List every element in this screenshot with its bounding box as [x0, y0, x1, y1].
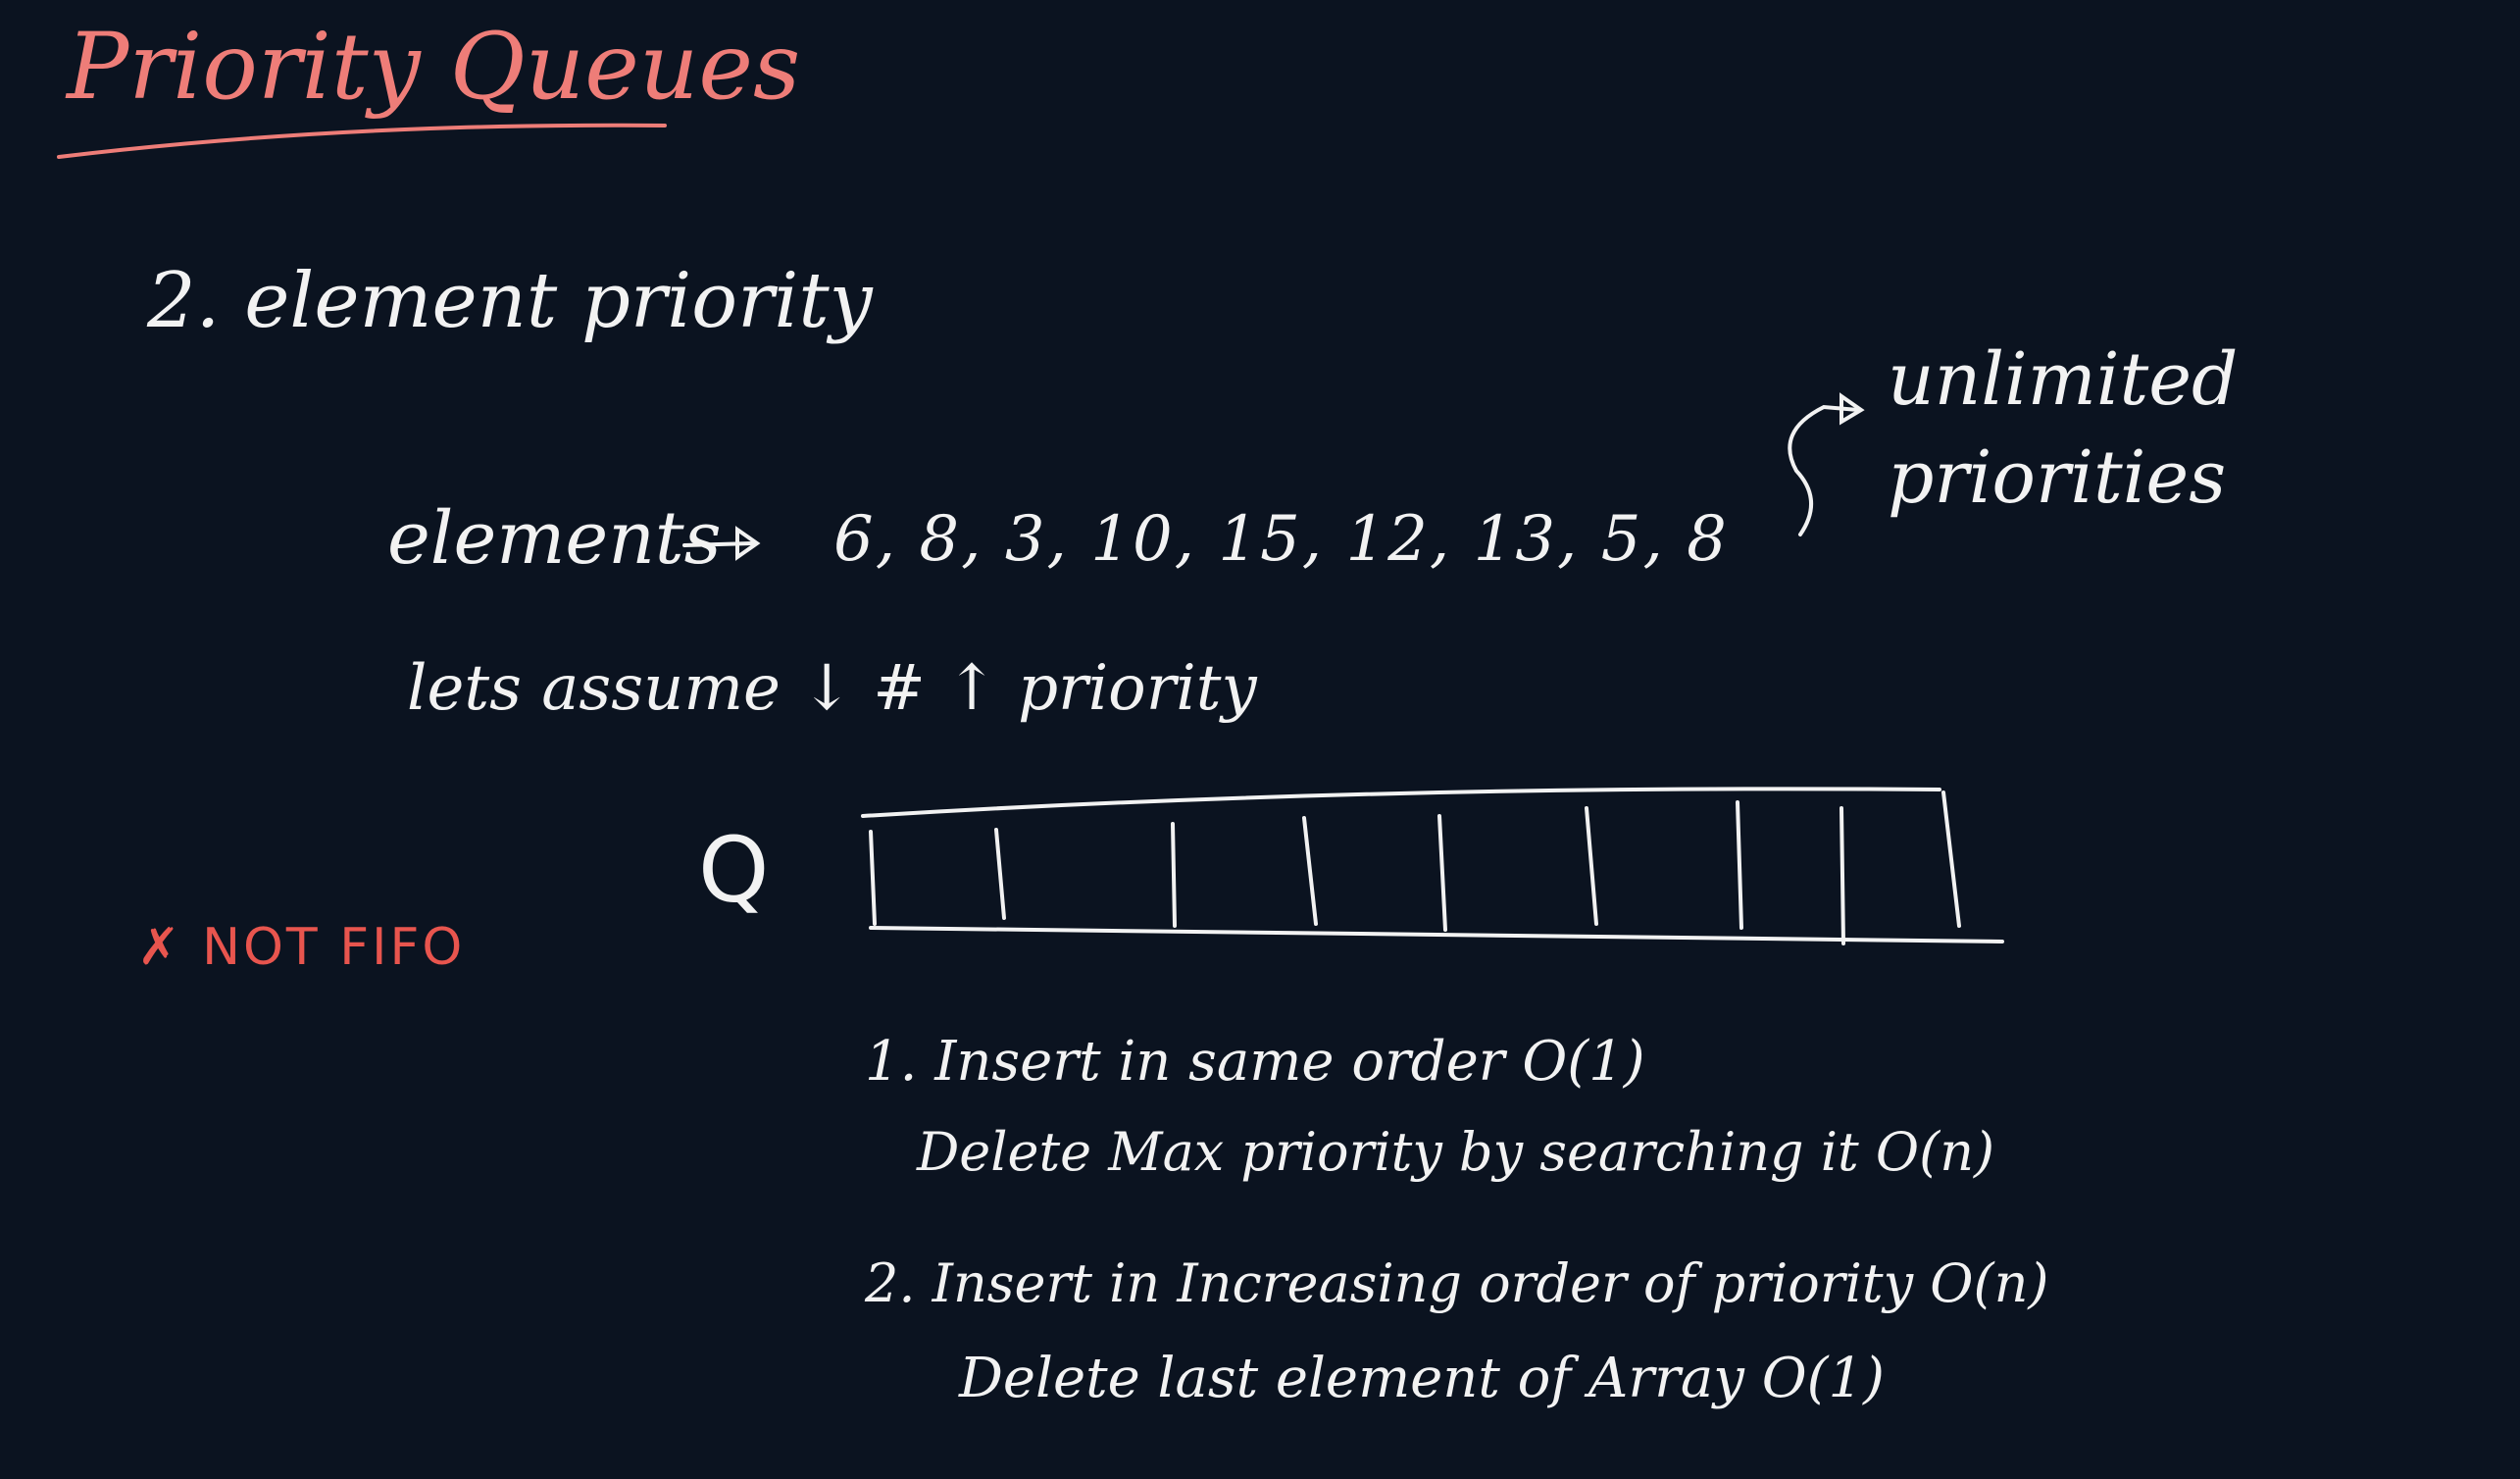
approach-1-delete: Delete Max priority by searching it O(n) — [917, 1121, 1995, 1183]
queue-label: Q — [698, 818, 770, 923]
assumption-note: lets assume ↓ # ↑ priority — [407, 652, 1257, 725]
elements-values: 6, 8, 3, 10, 15, 12, 13, 5, 8 — [833, 503, 1729, 576]
heading-element-priority: 2. element priority — [147, 257, 873, 345]
approach-1-insert: 1. Insert in same order O(1) — [865, 1030, 1645, 1094]
approach-2-insert: 2. Insert in Increasing order of priorit… — [865, 1252, 2049, 1314]
page-title: Priority Queues — [67, 14, 801, 121]
title-underline — [57, 123, 667, 159]
not-fifo-note: ✗ NOT FIFO — [137, 918, 466, 977]
elements-arrow — [682, 526, 761, 561]
approach-2-delete: Delete last element of Array O(1) — [959, 1347, 1885, 1410]
unlimited-label: unlimited — [1888, 337, 2239, 422]
unlimited-arrow — [1788, 392, 1865, 536]
elements-label: elements — [387, 496, 722, 581]
queue-array-box — [861, 787, 2004, 945]
priorities-label: priorities — [1888, 435, 2227, 520]
